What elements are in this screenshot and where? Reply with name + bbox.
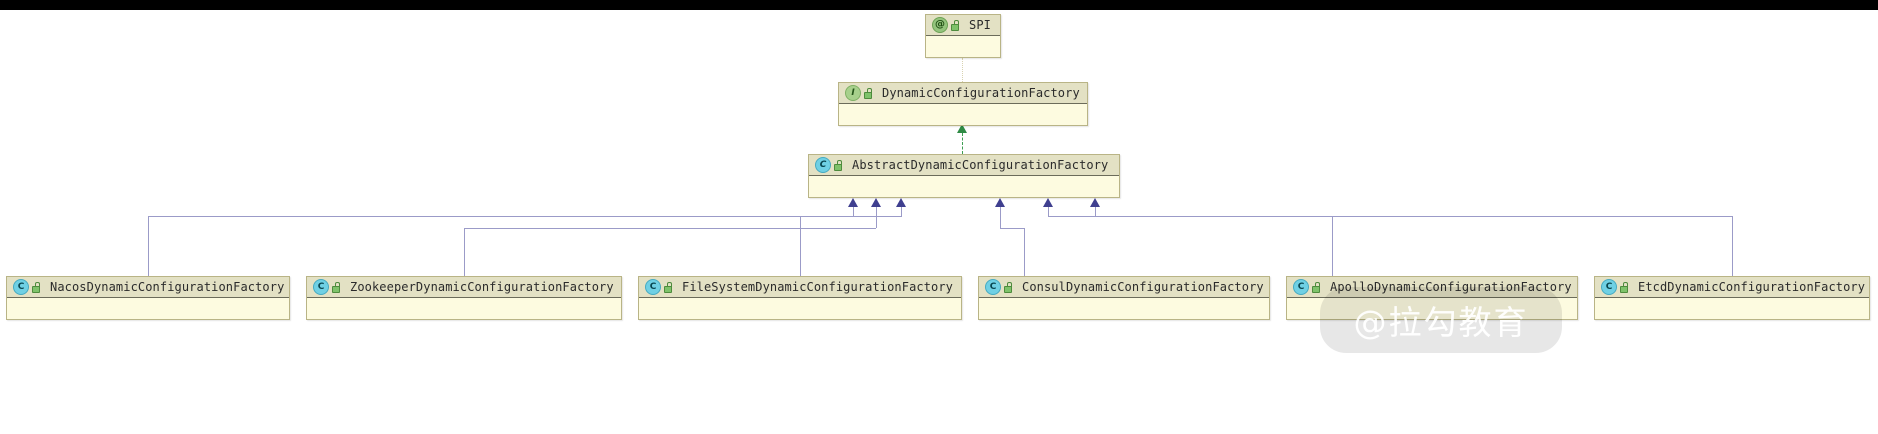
window-top-edge <box>0 0 1878 10</box>
class-icon: C <box>1601 279 1617 295</box>
uml-node-title: ConsulDynamicConfigurationFactory <box>1022 280 1264 294</box>
uml-node-etcd-dynamic-configuration-factory[interactable]: C EtcdDynamicConfigurationFactory <box>1594 276 1870 320</box>
lock-icon <box>332 281 341 293</box>
lock-icon <box>664 281 673 293</box>
uml-node-apollo-dynamic-configuration-factory[interactable]: C ApolloDynamicConfigurationFactory <box>1286 276 1578 320</box>
lock-icon <box>32 281 41 293</box>
edge-zookeeper-drop-to-arrow <box>876 207 877 228</box>
edge-etcd-horizontal <box>1095 216 1733 217</box>
edge-nacos-arrowhead <box>848 198 858 207</box>
uml-node-header: C AbstractDynamicConfigurationFactory <box>809 155 1119 176</box>
uml-node-title: ZookeeperDynamicConfigurationFactory <box>350 280 614 294</box>
uml-node-members <box>1287 298 1577 319</box>
class-icon: C <box>985 279 1001 295</box>
lock-icon <box>864 87 873 99</box>
uml-node-spi[interactable]: @ SPI <box>925 14 1001 58</box>
edge-filesystem-riser <box>800 216 801 276</box>
uml-node-members <box>809 176 1119 197</box>
edge-filesystem-arrowhead <box>896 198 906 207</box>
interface-icon: I <box>845 85 861 101</box>
class-icon: C <box>1293 279 1309 295</box>
edge-apollo-riser <box>1332 216 1333 276</box>
edge-etcd-arrowhead <box>1090 198 1100 207</box>
uml-node-title: DynamicConfigurationFactory <box>882 86 1080 100</box>
lock-icon <box>951 19 960 31</box>
uml-node-title: SPI <box>969 18 991 32</box>
uml-node-members <box>1595 298 1869 319</box>
uml-node-title: FileSystemDynamicConfigurationFactory <box>682 280 954 294</box>
uml-node-header: C FileSystemDynamicConfigurationFactory <box>639 277 961 298</box>
uml-node-members <box>307 298 621 319</box>
uml-node-header: C ConsulDynamicConfigurationFactory <box>979 277 1269 298</box>
uml-node-title: ApolloDynamicConfigurationFactory <box>1330 280 1572 294</box>
edge-abstract-to-interface-arrowhead <box>957 124 967 133</box>
abstract-class-icon: C <box>815 157 831 173</box>
uml-node-members <box>839 104 1087 125</box>
uml-node-zookeeper-dynamic-configuration-factory[interactable]: C ZookeeperDynamicConfigurationFactory <box>306 276 622 320</box>
edge-apollo-arrowhead <box>1043 198 1053 207</box>
watermark: @拉勾教育 <box>1320 287 1562 353</box>
lock-icon <box>1620 281 1629 293</box>
uml-node-header: C ZookeeperDynamicConfigurationFactory <box>307 277 621 298</box>
class-icon: C <box>13 279 29 295</box>
uml-node-abstract-dynamic-configuration-factory[interactable]: C AbstractDynamicConfigurationFactory <box>808 154 1120 198</box>
edge-filesystem-drop-to-arrow <box>901 207 902 217</box>
lock-icon <box>1004 281 1013 293</box>
class-icon: C <box>313 279 329 295</box>
edge-nacos-drop-to-arrow <box>853 207 854 217</box>
edge-consul-arrowhead <box>995 198 1005 207</box>
annotation-at-icon: @ <box>932 17 948 33</box>
uml-node-members <box>979 298 1269 319</box>
edge-zookeeper-arrowhead <box>871 198 881 207</box>
uml-node-header: C EtcdDynamicConfigurationFactory <box>1595 277 1869 298</box>
edge-zookeeper-horizontal <box>464 228 876 229</box>
uml-node-members <box>639 298 961 319</box>
uml-node-filesystem-dynamic-configuration-factory[interactable]: C FileSystemDynamicConfigurationFactory <box>638 276 962 320</box>
uml-diagram-canvas[interactable]: @ SPI I DynamicConfigurationFactory C Ab… <box>0 10 1878 434</box>
uml-node-header: @ SPI <box>926 15 1000 36</box>
uml-node-title: NacosDynamicConfigurationFactory <box>50 280 285 294</box>
class-icon: C <box>645 279 661 295</box>
edge-spi-to-interface <box>962 58 963 82</box>
uml-node-nacos-dynamic-configuration-factory[interactable]: C NacosDynamicConfigurationFactory <box>6 276 290 320</box>
edge-abstract-to-interface-line <box>962 133 963 154</box>
edge-etcd-drop-to-arrow <box>1095 207 1096 217</box>
uml-node-consul-dynamic-configuration-factory[interactable]: C ConsulDynamicConfigurationFactory <box>978 276 1270 320</box>
edge-filesystem-horizontal <box>800 216 901 217</box>
edge-apollo-drop-to-arrow <box>1048 207 1049 217</box>
uml-node-header: C NacosDynamicConfigurationFactory <box>7 277 289 298</box>
edge-zookeeper-riser <box>464 228 465 276</box>
uml-node-members <box>926 36 1000 57</box>
uml-node-header: I DynamicConfigurationFactory <box>839 83 1087 104</box>
edge-consul-drop-to-arrow <box>1000 207 1001 228</box>
edge-nacos-horizontal <box>148 216 853 217</box>
edge-etcd-riser <box>1732 216 1733 276</box>
edge-consul-riser <box>1024 228 1025 276</box>
lock-icon <box>834 159 843 171</box>
uml-node-title: AbstractDynamicConfigurationFactory <box>852 158 1109 172</box>
uml-node-header: C ApolloDynamicConfigurationFactory <box>1287 277 1577 298</box>
uml-node-title: EtcdDynamicConfigurationFactory <box>1638 280 1866 294</box>
edge-consul-horizontal <box>1000 228 1025 229</box>
edge-nacos-riser <box>148 216 149 276</box>
lock-icon <box>1312 281 1321 293</box>
uml-node-dynamic-configuration-factory[interactable]: I DynamicConfigurationFactory <box>838 82 1088 126</box>
uml-node-members <box>7 298 289 319</box>
